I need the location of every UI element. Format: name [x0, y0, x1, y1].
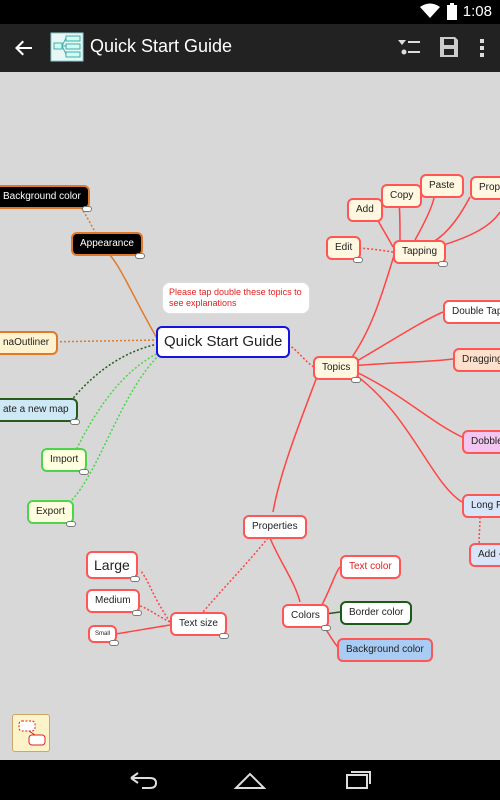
node-text-color[interactable]: Text color	[340, 555, 401, 579]
save-icon[interactable]	[438, 35, 460, 59]
node-colors[interactable]: Colors	[282, 604, 331, 631]
node-add[interactable]: Add	[347, 198, 383, 222]
battery-icon	[447, 3, 457, 20]
action-bar: Quick Start Guide	[0, 24, 500, 72]
node-background-color-top[interactable]: Background color	[0, 185, 92, 212]
node-properties[interactable]: Properties	[243, 515, 307, 539]
node-border-color[interactable]: Border color	[340, 601, 413, 625]
node-prope[interactable]: Prope	[470, 176, 500, 200]
node-dragging[interactable]: Dragging	[453, 348, 500, 372]
back-arrow-icon[interactable]	[12, 36, 36, 60]
node-appearance[interactable]: Appearance	[71, 232, 145, 259]
mind-map-canvas[interactable]: Please tap double these topics to see ex…	[0, 72, 500, 760]
node-add-arrow[interactable]: Add ->	[469, 543, 500, 567]
node-export[interactable]: Export	[27, 500, 76, 527]
overflow-menu-icon[interactable]	[478, 36, 486, 60]
page-title: Quick Start Guide	[90, 36, 233, 56]
filter-list-icon[interactable]	[396, 36, 422, 60]
map-overview-icon	[18, 720, 46, 746]
node-import[interactable]: Import	[41, 448, 90, 475]
node-background-color[interactable]: Background color	[337, 638, 433, 662]
node-edit[interactable]: Edit	[326, 236, 364, 263]
hint-bubble: Please tap double these topics to see ex…	[162, 282, 310, 314]
node-double-tapp[interactable]: Double Tapp	[443, 300, 500, 324]
overview-button[interactable]	[12, 714, 50, 752]
node-medium[interactable]: Medium	[86, 589, 142, 616]
nav-home-icon[interactable]	[234, 770, 266, 790]
nav-back-icon[interactable]	[128, 770, 158, 790]
navigation-bar	[0, 760, 500, 800]
node-large[interactable]: Large	[86, 551, 140, 582]
node-outliner[interactable]: naOutliner	[0, 331, 59, 355]
status-bar: 1:08	[0, 0, 500, 24]
node-tapping[interactable]: Tapping	[393, 240, 449, 267]
node-topics[interactable]: Topics	[313, 356, 362, 383]
status-time: 1:08	[462, 3, 492, 20]
node-paste[interactable]: Paste	[420, 174, 464, 198]
node-long-pr[interactable]: Long Pr	[462, 494, 500, 518]
node-copy[interactable]: Copy	[381, 184, 423, 208]
node-text-size[interactable]: Text size	[170, 612, 229, 639]
wifi-icon	[420, 3, 440, 18]
node-small[interactable]: Small	[88, 625, 120, 646]
node-dobble[interactable]: Dobble T	[462, 430, 500, 454]
node-root[interactable]: Quick Start Guide	[156, 326, 291, 358]
nav-recent-apps-icon[interactable]	[345, 768, 373, 790]
node-create-new-map[interactable]: ate a new map	[0, 398, 80, 425]
app-logo-icon	[50, 32, 84, 62]
